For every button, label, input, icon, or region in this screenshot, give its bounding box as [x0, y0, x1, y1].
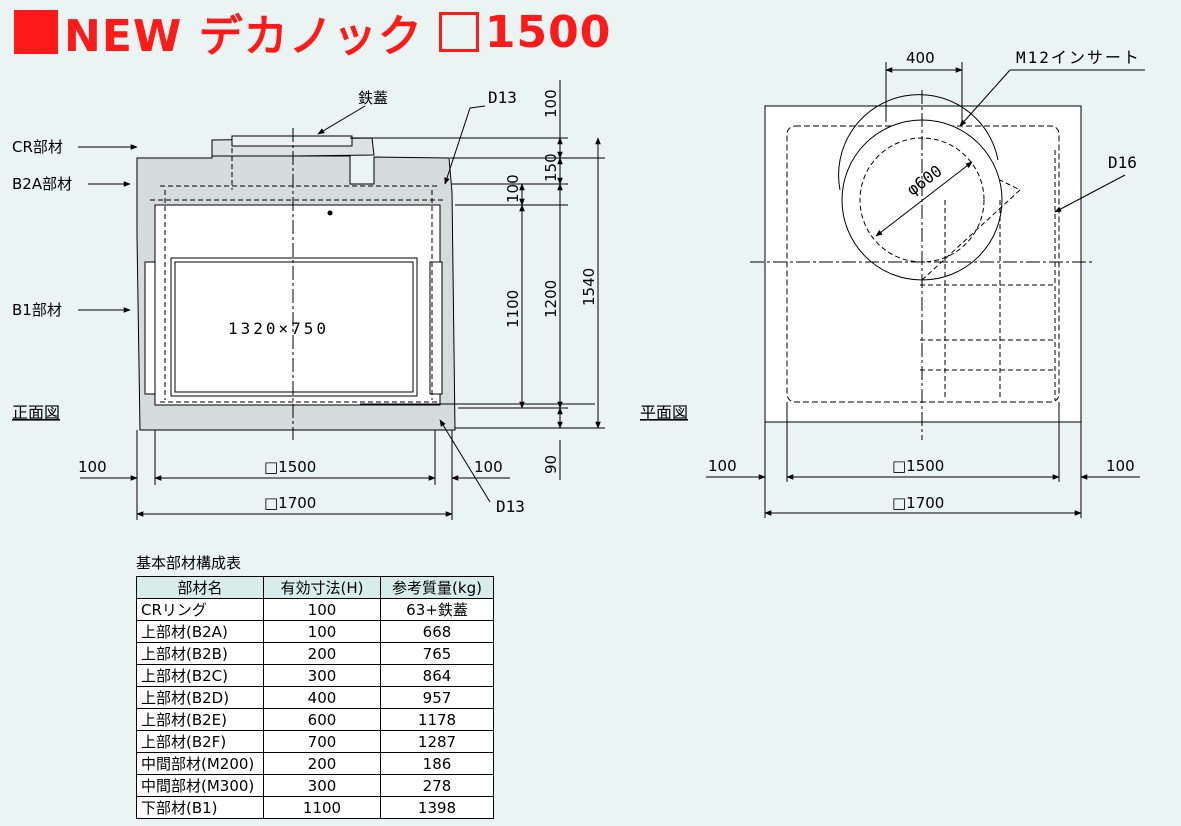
cell-height: 1100: [263, 796, 381, 819]
cell-mass: 765: [380, 642, 494, 665]
cell-height: 200: [263, 642, 381, 665]
opening-dim: 1320×750: [228, 319, 329, 338]
cell-name: 上部材(B2A): [136, 620, 264, 643]
cell-mass: 957: [380, 686, 494, 709]
cell-height: 100: [263, 598, 381, 621]
cell-mass: 864: [380, 664, 494, 687]
plan-dim-left: 100: [708, 457, 737, 475]
front-view: [78, 80, 605, 520]
table-title: 基本部材構成表: [136, 554, 242, 572]
page-title: NEW デカノック 1500: [14, 2, 611, 62]
label-b2a: B2A部材: [12, 175, 72, 193]
plan-view-label: 平面図: [640, 403, 688, 422]
cell-mass: 668: [380, 620, 494, 643]
cell-name: 中間部材(M300): [136, 774, 264, 797]
plan-dim-400: 400: [906, 49, 935, 67]
cell-name: 上部材(B2E): [136, 708, 264, 731]
table-header-row: 部材名 有効寸法(H) 参考質量(kg): [136, 576, 494, 599]
red-square-icon: [14, 10, 58, 54]
plan-dim-outer: □1700: [892, 494, 944, 512]
dim-1100: 1100: [504, 290, 522, 328]
label-cover: 鉄蓋: [358, 89, 388, 107]
dim-1540: 1540: [580, 268, 598, 306]
dim-100b: 100: [504, 174, 522, 203]
cell-height: 300: [263, 664, 381, 687]
cell-height: 300: [263, 774, 381, 797]
cell-name: 上部材(B2B): [136, 642, 264, 665]
cell-height: 400: [263, 686, 381, 709]
cell-mass: 278: [380, 774, 494, 797]
square-outline-icon: [438, 12, 479, 52]
dim-100a: 100: [542, 89, 560, 118]
cell-name: 上部材(B2D): [136, 686, 264, 709]
front-view-label: 正面図: [12, 403, 60, 422]
cell-name: 中間部材(M200): [136, 752, 264, 775]
front-dim-right: 100: [474, 458, 503, 476]
plan-view: [706, 62, 1145, 518]
col-header-name: 部材名: [136, 576, 264, 599]
col-header-mass: 参考質量(kg): [380, 576, 494, 599]
cell-name: 下部材(B1): [136, 796, 264, 819]
front-dim-left: 100: [78, 458, 107, 476]
label-cr: CR部材: [12, 138, 63, 156]
title-prefix: NEW デカノック: [64, 11, 423, 62]
label-b1: B1部材: [12, 301, 62, 319]
rebar-top-label: D13: [488, 88, 517, 107]
dim-1200: 1200: [542, 280, 560, 318]
insert-label: M12インサート: [1016, 48, 1141, 67]
dim-150: 150: [542, 153, 560, 182]
cell-mass: 1178: [380, 708, 494, 731]
cell-height: 700: [263, 730, 381, 753]
cell-height: 600: [263, 708, 381, 731]
plan-rebar-label: D16: [1108, 153, 1137, 172]
opening-rect: [170, 257, 418, 397]
cell-name: 上部材(B2C): [136, 664, 264, 687]
plan-dim-right: 100: [1106, 457, 1135, 475]
cell-mass: 1398: [380, 796, 494, 819]
iron-cover: [231, 135, 353, 147]
plan-dim-inner: □1500: [892, 457, 944, 475]
cell-mass: 186: [380, 752, 494, 775]
cell-mass: 63+鉄蓋: [380, 598, 494, 621]
cell-mass: 1287: [380, 730, 494, 753]
front-dim-inner: □1500: [264, 458, 316, 476]
col-header-height: 有効寸法(H): [263, 576, 381, 599]
title-size: 1500: [484, 6, 612, 58]
front-dim-outer: □1700: [264, 494, 316, 512]
dim-90: 90: [542, 455, 560, 474]
cell-name: CRリング: [136, 598, 264, 621]
cell-height: 100: [263, 620, 381, 643]
rebar-bottom-label: D13: [496, 497, 525, 516]
cell-height: 200: [263, 752, 381, 775]
cell-name: 上部材(B2F): [136, 730, 264, 753]
